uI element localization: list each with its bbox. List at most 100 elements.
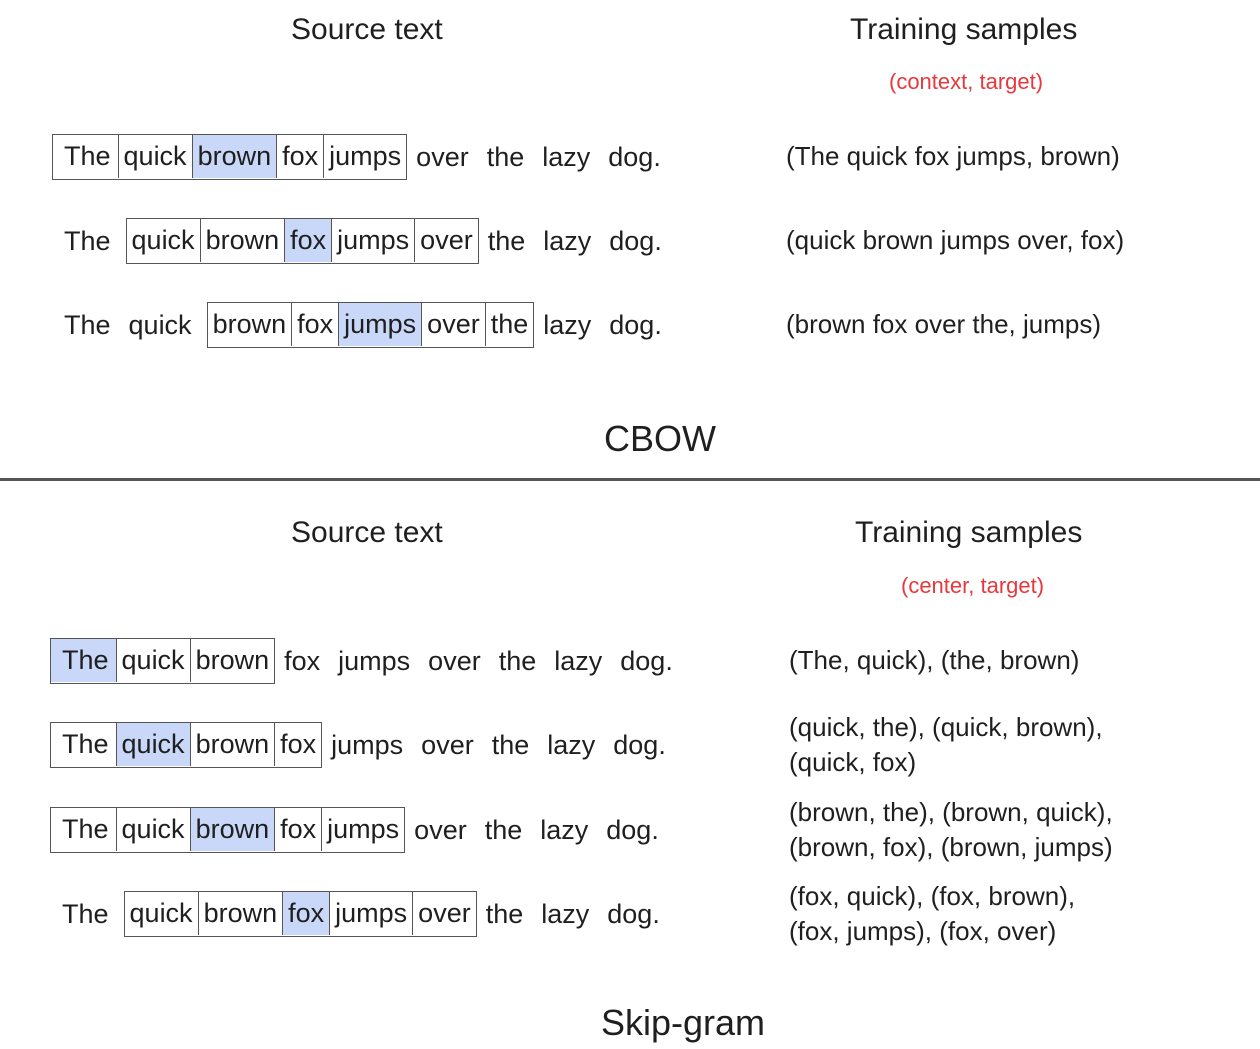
window-word: brown xyxy=(199,219,285,262)
word: dog. xyxy=(606,815,659,845)
word: lazy xyxy=(540,815,589,845)
window-word: over xyxy=(412,892,476,935)
window-word: quick xyxy=(131,225,195,255)
word: over xyxy=(421,730,474,760)
highlighted-word: fox xyxy=(282,892,330,935)
word: quick xyxy=(128,310,192,340)
window-word: brown xyxy=(197,892,283,935)
word: lazy xyxy=(542,142,591,172)
window-word: over xyxy=(414,219,478,262)
window-word: the xyxy=(484,303,534,346)
window-word: jumps xyxy=(329,892,412,935)
cbow-training-sample: (quick brown jumps over, fox) xyxy=(786,223,1124,258)
word: over xyxy=(428,646,481,676)
cbow-source-header: Source text xyxy=(291,13,443,46)
word: dog. xyxy=(609,310,662,340)
skipgram-training-sample: (quick, the), (quick, brown), (quick, fox… xyxy=(789,710,1103,780)
sample-line: (quick brown jumps over, fox) xyxy=(786,225,1125,255)
skipgram-training-sample: (The, quick), (the, brown) xyxy=(789,643,1079,678)
window-word: fox xyxy=(274,723,321,766)
word: dog. xyxy=(613,730,666,760)
cbow-training-sample: (brown fox over the, jumps) xyxy=(786,307,1101,342)
word: lazy xyxy=(547,730,596,760)
window-word: quick xyxy=(115,808,190,851)
sample-line: (The, quick), (the, brown) xyxy=(789,645,1080,675)
cbow-samples-subheader: (context, target) xyxy=(889,69,1044,94)
word: over xyxy=(414,815,467,845)
window-word: The xyxy=(62,729,109,759)
word: the xyxy=(486,142,525,172)
section-divider xyxy=(0,478,1260,481)
window-word: jumps xyxy=(323,135,406,178)
highlighted-word: The xyxy=(51,639,116,682)
word: The xyxy=(64,226,111,256)
word: lazy xyxy=(541,899,590,929)
word: dog. xyxy=(608,142,661,172)
word: the xyxy=(484,815,523,845)
highlighted-word: brown xyxy=(191,135,277,178)
word: The xyxy=(64,310,111,340)
highlighted-word: brown xyxy=(189,808,275,851)
cbow-caption: CBOW xyxy=(604,418,716,459)
word: dog. xyxy=(609,226,662,256)
word: dog. xyxy=(607,899,660,929)
window-word: jumps xyxy=(321,808,404,851)
word: jumps xyxy=(338,646,411,676)
word: fox xyxy=(284,646,321,676)
skipgram-training-sample: (fox, quick), (fox, brown), (fox, jumps),… xyxy=(789,879,1075,949)
sample-line: (brown, the), (brown, quick), xyxy=(789,797,1113,827)
word: the xyxy=(485,899,524,929)
sample-line: (fox, jumps), (fox, over) xyxy=(789,916,1057,946)
window-word: brown xyxy=(212,309,287,339)
word: dog. xyxy=(620,646,673,676)
sample-line: (quick, the), (quick, brown), xyxy=(789,712,1103,742)
window-word: fox xyxy=(276,135,323,178)
sample-line: (brown, fox), (brown, jumps) xyxy=(789,832,1113,862)
skipgram-samples-subheader: (center, target) xyxy=(901,573,1045,598)
skipgram-samples-header: Training samples xyxy=(855,516,1083,549)
window-word: quick xyxy=(117,135,192,178)
window-word: over xyxy=(421,303,485,346)
word: The xyxy=(62,899,109,929)
word: over xyxy=(416,142,469,172)
highlighted-word: jumps xyxy=(338,303,422,346)
sample-line: (brown fox over the, jumps) xyxy=(786,309,1102,339)
window-word: brown xyxy=(189,639,275,682)
highlighted-word: quick xyxy=(115,723,190,766)
window-word: fox xyxy=(274,808,321,851)
word: the xyxy=(487,226,526,256)
sample-line: (fox, quick), (fox, brown), xyxy=(789,881,1076,911)
sample-line: (quick, fox) xyxy=(789,747,917,777)
sample-line: (The quick fox jumps, brown) xyxy=(786,141,1120,171)
word: lazy xyxy=(554,646,603,676)
window-word: The xyxy=(64,141,111,171)
window-word: quick xyxy=(115,639,190,682)
word: lazy xyxy=(543,310,592,340)
window-word: The xyxy=(62,814,109,844)
word: jumps xyxy=(331,730,404,760)
window-word: brown xyxy=(189,723,275,766)
window-word: jumps xyxy=(331,219,414,262)
skipgram-caption: Skip-gram xyxy=(601,1002,766,1043)
highlighted-word: fox xyxy=(284,219,332,262)
word: the xyxy=(491,730,530,760)
window-word: fox xyxy=(291,303,338,346)
cbow-training-sample: (The quick fox jumps, brown) xyxy=(786,139,1120,174)
skipgram-source-header: Source text xyxy=(291,516,443,549)
word: lazy xyxy=(543,226,592,256)
window-word: quick xyxy=(129,898,193,928)
